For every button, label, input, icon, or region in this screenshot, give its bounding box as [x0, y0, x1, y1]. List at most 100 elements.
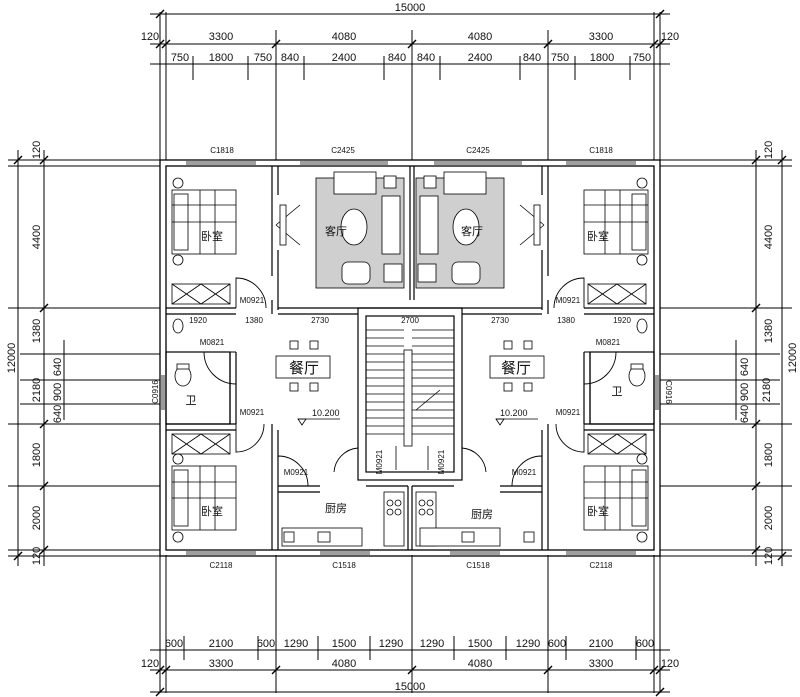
dim-bot-r1-6: 1290: [379, 638, 403, 650]
left-dimensions: 12000 120 4400 1380 640 900 640 2180 180…: [6, 141, 64, 565]
dimension-ticks: [13, 9, 787, 697]
dim-bot-r1-3: 600: [257, 638, 275, 650]
interior-walls: [165, 166, 655, 550]
room-label-kitchen-right: 厨房: [471, 508, 493, 521]
door-label-kitchen-left: M0921: [284, 468, 309, 477]
dim-bot-r2-5: 3300: [589, 658, 613, 670]
dim-top-r2-3: 750: [254, 52, 272, 64]
dim-bot-r1-8: 1500: [468, 638, 492, 650]
dim-top-r2-2: 1800: [209, 52, 233, 64]
door-label-bedroom-left: M0921: [240, 296, 265, 305]
dim-bot-r2-6: 120: [661, 658, 679, 670]
dim-int-1: 1920: [189, 316, 207, 325]
window-label-top-3: C2425: [466, 146, 490, 155]
dim-left-6: 640: [52, 405, 64, 423]
dim-top-1: 120: [141, 31, 159, 43]
dim-bot-r1-1: 600: [165, 638, 183, 650]
dim-left-2: 4400: [31, 225, 43, 249]
window-label-top-2: C2425: [331, 146, 355, 155]
window-labels: C1818 C2425 C2425 C1818 C2118 C1518 C151…: [151, 146, 673, 570]
dim-bot-r1-10: 600: [548, 638, 566, 650]
dim-int-6: 1380: [557, 316, 575, 325]
dim-left-1: 120: [31, 141, 43, 159]
dim-bot-r1-11: 2100: [589, 638, 613, 650]
door-label-mid-left: M0921: [240, 408, 265, 417]
dim-top-r2-1: 750: [171, 52, 189, 64]
kitchen-fixtures: [281, 491, 535, 547]
window-label-side-right: C0916: [664, 380, 673, 404]
room-label-bedroom-top-right: 卧室: [587, 229, 609, 243]
living-furniture: [275, 171, 545, 289]
door-swings: [203, 277, 617, 487]
dim-bot-r1-12: 600: [636, 638, 654, 650]
dim-bot-r1-7: 1290: [420, 638, 444, 650]
dim-top-5: 3300: [589, 31, 613, 43]
door-label-kitchen-right: M0921: [512, 468, 537, 477]
dim-top-4: 4080: [468, 31, 492, 43]
dim-top-3: 4080: [332, 31, 356, 43]
window-label-bot-2: C1518: [332, 561, 356, 570]
bottom-dimensions: 600 2100 600 1290 1500 1290 1290 1500 12…: [141, 638, 679, 693]
dim-top-r2-9: 840: [523, 52, 541, 64]
dim-left-7: 1800: [31, 443, 43, 467]
window-label-bot-1: C2118: [210, 561, 234, 570]
dim-bottom-total: 15000: [395, 681, 426, 693]
dim-top-6: 120: [661, 31, 679, 43]
dim-int-5: 2730: [491, 316, 509, 325]
dim-bot-r1-5: 1500: [332, 638, 356, 650]
interior-dimensions: 1920 1380 2730 2700 2730 1380 1920: [189, 316, 631, 325]
window-label-bot-4: C2118: [590, 561, 614, 570]
dim-top-r2-12: 750: [633, 52, 651, 64]
dim-bot-r2-2: 3300: [209, 658, 233, 670]
door-label-mid-right: M0921: [556, 408, 581, 417]
door-label-bath-right: M0821: [596, 338, 621, 347]
dim-right-1: 120: [763, 141, 775, 159]
level-markers: 10.200 10.200: [297, 408, 538, 426]
level-label-right: 10.200: [500, 408, 528, 418]
room-label-kitchen-left: 厨房: [325, 502, 347, 515]
room-label-bath-right: 卫: [612, 385, 623, 398]
dim-bot-r2-4: 4080: [468, 658, 492, 670]
door-labels: M0921 M0921 M0821 M0821 M0921 M0921 M092…: [200, 296, 621, 477]
dim-right-6: 640: [739, 405, 751, 423]
dim-bot-r2-1: 120: [141, 658, 159, 670]
dim-top-2: 3300: [209, 31, 233, 43]
dim-top-r2-6: 840: [388, 52, 406, 64]
dim-right-9: 120: [763, 547, 775, 565]
bedroom-furniture: [171, 177, 649, 543]
dim-top-r2-11: 1800: [590, 52, 614, 64]
dim-bot-r1-4: 1290: [284, 638, 308, 650]
right-dimensions: 12000 120 4400 1380 640 900 640 2180 180…: [739, 141, 799, 565]
window-label-top-4: C1818: [589, 146, 613, 155]
dim-int-4: 2700: [401, 316, 419, 325]
room-label-dining-right: 餐厅: [501, 359, 531, 377]
dim-left-8: 2000: [31, 506, 43, 530]
dim-left-5: 900: [52, 383, 64, 401]
door-label-bath-left: M0821: [200, 338, 225, 347]
dim-right-4: 640: [739, 358, 751, 376]
room-label-bedroom-bottom-right: 卧室: [587, 504, 609, 518]
room-labels: 卧室 卧室 卧室 卧室 客厅 客厅 餐厅 餐厅 卫 卫 厨房 厨房: [186, 224, 623, 521]
staircase: [366, 329, 454, 470]
dim-right-3: 1380: [763, 319, 775, 343]
dim-right-2: 4400: [763, 225, 775, 249]
dim-top-r2-5: 2400: [332, 52, 356, 64]
dim-right-7: 1800: [763, 443, 775, 467]
dim-left-3: 1380: [31, 319, 43, 343]
dim-top-r2-10: 750: [551, 52, 569, 64]
dim-left-4: 640: [52, 358, 64, 376]
dim-right-8: 2000: [763, 506, 775, 530]
dim-top-total: 15000: [395, 2, 426, 14]
dim-top-r2-8: 2400: [468, 52, 492, 64]
dim-right-total: 12000: [787, 343, 799, 374]
dim-bot-r1-2: 2100: [209, 638, 233, 650]
dim-top-r2-7: 840: [417, 52, 435, 64]
room-label-bedroom-top-left: 卧室: [201, 229, 223, 243]
extension-lines: [8, 12, 792, 693]
window-label-bot-3: C1518: [466, 561, 490, 570]
bathroom-fixtures: [172, 318, 648, 387]
room-label-bedroom-bottom-left: 卧室: [201, 504, 223, 518]
dim-right-sub: 2180: [761, 378, 773, 402]
door-label-stair-left: M0921: [375, 449, 384, 474]
